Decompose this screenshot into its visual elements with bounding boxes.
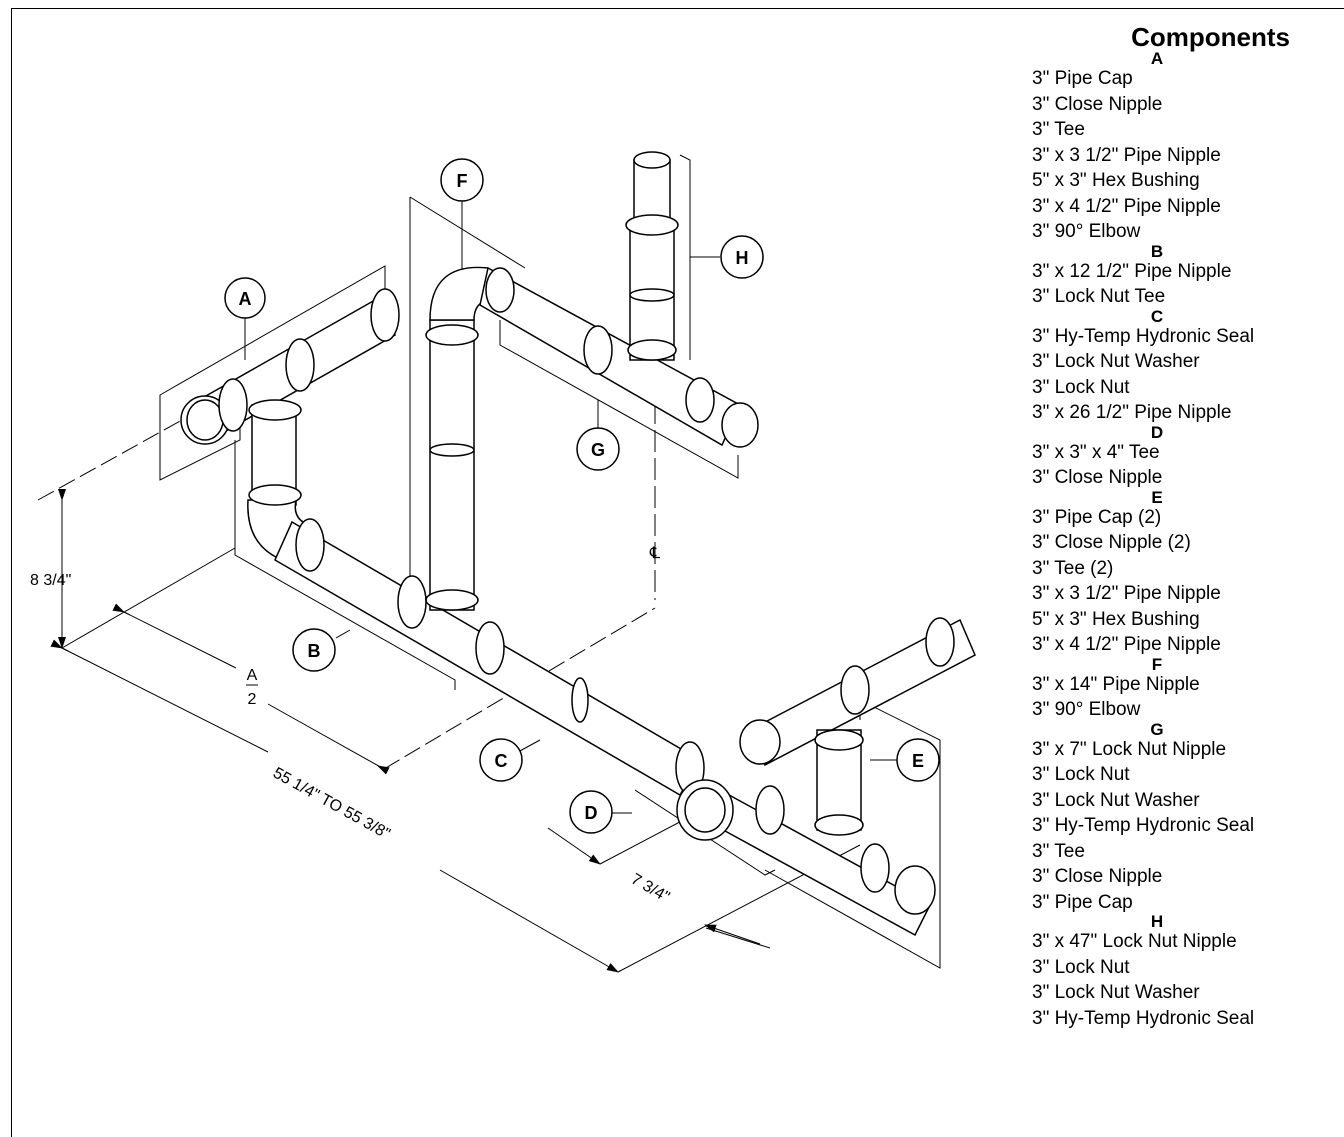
component-groups: A 3" Pipe Cap 3" Close Nipple 3" Tee 3" x 3 … (1032, 49, 1332, 1031)
svg-text:D: D (585, 803, 598, 823)
components-list: Components A 3" Pipe Cap 3" Close Nipple 3"… (1032, 22, 1332, 1031)
component-item: 3" Hy-Temp Hydronic Seal (1032, 815, 1255, 836)
component-item: 5" x 3" Hex Bushing (1032, 170, 1200, 191)
component-item: 3" x 47" Lock Nut Nipple (1032, 931, 1237, 952)
component-group-letter: B (1150, 241, 1164, 261)
component-item: 3" Hy-Temp Hydronic Seal (1032, 1007, 1255, 1029)
component-item: 3" Lock Nut Washer (1032, 351, 1200, 372)
component-group-letter: H (1150, 912, 1164, 931)
dim-offset-label: 7 3/4" (628, 871, 672, 906)
svg-text:F: F (457, 171, 468, 191)
pipe-fittings (180, 151, 955, 915)
drawing-frame (11, 8, 1344, 1137)
component-item: 3" Lock Nut Tee (1032, 286, 1166, 307)
component-item: 3" Close Nipple (1032, 866, 1163, 887)
component-item: 3" x 4 1/2" Pipe Nipple (1032, 634, 1221, 655)
component-item: 3" x 4 1/2" Pipe Nipple (1032, 195, 1221, 217)
svg-text:G: G (591, 440, 605, 460)
components-title: Components (1131, 22, 1290, 52)
component-item: 3" x 14" Pipe Nipple (1032, 673, 1200, 695)
callout-bubbles: A B C D E F G H (224, 158, 940, 834)
component-item: 3" x 3" x 4" Tee (1032, 441, 1160, 463)
dim-overall-length-label: 55 1/4" TO 55 3/8" (270, 765, 393, 843)
component-item: 3" Close Nipple (1032, 467, 1163, 488)
dim-half-denominator: 2 (248, 691, 257, 708)
component-item: 3" Close Nipple (2) (1032, 532, 1191, 553)
component-item: 3" Pipe Cap (1032, 891, 1133, 913)
component-item: 3" Pipe Cap (1032, 68, 1133, 89)
component-group-letter: E (1151, 487, 1163, 507)
component-item: 3" Tee (1032, 119, 1085, 140)
svg-text:B: B (308, 641, 321, 661)
component-item: 5" x 3" Hex Bushing (1032, 608, 1200, 630)
svg-text:H: H (736, 248, 749, 268)
component-item: 3" x 12 1/2" Pipe Nipple (1032, 260, 1232, 282)
component-item: 3" x 26 1/2" Pipe Nipple (1032, 402, 1232, 423)
svg-text:C: C (495, 751, 508, 771)
component-item: 3" Tee (1032, 840, 1085, 862)
callout-b: B (292, 628, 336, 672)
component-group-letter: C (1150, 306, 1164, 326)
callout-f: F (440, 158, 484, 202)
component-group-letter: A (1150, 49, 1164, 68)
component-item: 3" Lock Nut (1032, 764, 1130, 785)
callout-d: D (569, 790, 613, 834)
dim-height-label: 8 3/4" (30, 572, 71, 589)
centerline-symbol: ℄ (649, 545, 661, 562)
component-item: 3" Lock Nut (1032, 956, 1130, 978)
component-item: 3" Lock Nut Washer (1032, 789, 1200, 811)
component-group-letter: F (1151, 654, 1163, 674)
component-item: 3" Lock Nut Washer (1032, 982, 1200, 1003)
component-item: 3" 90° Elbow (1032, 221, 1141, 242)
svg-text:E: E (912, 751, 924, 771)
component-item: 3" Hy-Temp Hydronic Seal (1032, 325, 1255, 347)
component-item: 3" Close Nipple (1032, 93, 1163, 115)
component-item: 3" x 3 1/2" Pipe Nipple (1032, 583, 1221, 604)
component-group-letter: D (1150, 422, 1164, 442)
callout-g: G (576, 427, 620, 471)
svg-text:A: A (239, 289, 252, 309)
callout-a: A (224, 277, 266, 319)
callout-c: C (479, 738, 523, 782)
callout-e: E (896, 738, 940, 782)
callout-h: H (720, 235, 764, 279)
leader-lines (244, 198, 898, 814)
component-item: 3" 90° Elbow (1032, 699, 1141, 720)
dim-half-numerator: A (247, 667, 258, 684)
component-item: 3" Pipe Cap (2) (1032, 506, 1162, 528)
component-item: 3" Tee (2) (1032, 557, 1114, 579)
component-group-letter: G (1150, 719, 1164, 739)
component-item: 3" x 7" Lock Nut Nipple (1032, 738, 1227, 760)
component-item: 3" x 3 1/2" Pipe Nipple (1032, 144, 1221, 166)
component-item: 3" Lock Nut (1032, 376, 1130, 398)
